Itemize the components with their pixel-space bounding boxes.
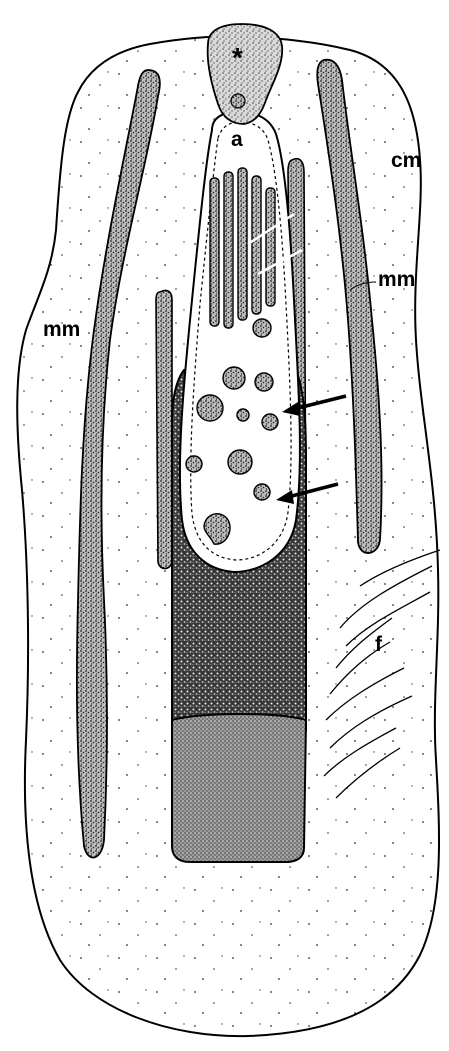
inclusion-8: [186, 456, 202, 472]
inclusion-1: [253, 319, 271, 337]
rod-1: [210, 178, 219, 326]
label-mm-left: mm: [43, 319, 80, 340]
inclusion-4: [197, 395, 223, 421]
inner-band-left: [156, 290, 172, 568]
inclusion-9: [254, 484, 270, 500]
rod-4: [252, 176, 261, 314]
bottom-plug: [172, 714, 306, 862]
inclusion-6: [262, 414, 278, 430]
label-f: f: [375, 634, 382, 655]
inclusion-5: [237, 409, 249, 421]
label-cm: cm: [391, 150, 421, 171]
inclusion-7: [228, 450, 252, 474]
inclusion-3: [255, 373, 273, 391]
inclusion-2: [223, 367, 245, 389]
rod-3: [238, 168, 247, 320]
label-mm-right: mm: [378, 269, 415, 290]
label-asterisk: *: [232, 44, 243, 72]
rod-5: [266, 188, 275, 306]
top-cap-vesicle: [231, 94, 245, 108]
rod-2: [224, 172, 233, 328]
label-a: a: [231, 129, 243, 150]
